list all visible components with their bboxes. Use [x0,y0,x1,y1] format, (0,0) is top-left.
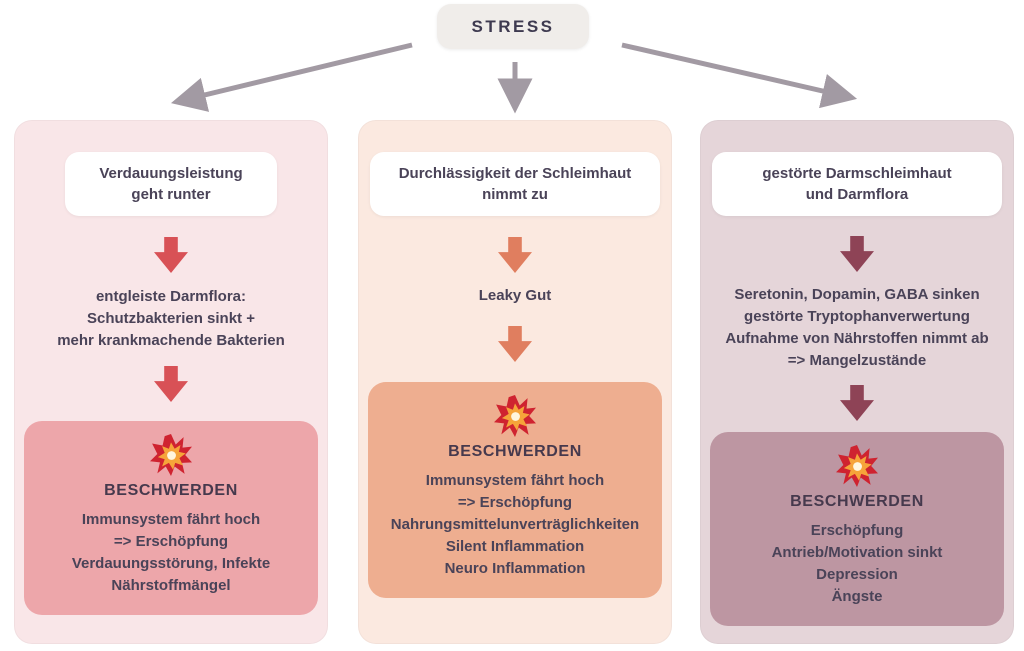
column-header-box: Verdauungsleistung geht runter [65,152,277,216]
down-arrow-icon [154,366,188,402]
intermediate-text: Leaky Gut [479,285,552,307]
text-line: => Erschöpfung [113,533,229,550]
explosion-icon [494,395,536,437]
text-line: Neuro Inflammation [444,560,586,577]
explosion-icon [150,434,192,476]
arrow-to-left-column [170,42,413,112]
text-line: Aufnahme von Nährstoffen nimmt ab [725,330,989,347]
text-line: geht runter [131,186,211,203]
column-verdauung: Verdauungsleistung geht runter entgleiste… [14,120,328,644]
text-line: Erschöpfung [810,522,904,539]
text-line: entgleiste Darmflora: [95,288,247,305]
complaints-title: BESCHWERDEN [448,443,582,460]
text-line: Nährstoffmängel [111,577,231,594]
down-arrow-icon [154,237,188,273]
text-line: => Erschöpfung [457,494,573,511]
text-line: Immunsystem fährt hoch [425,472,605,489]
text-line: mehr krankmachende Bakterien [57,332,285,349]
text-line: Ängste [831,588,883,605]
text-line: Depression [816,566,898,583]
text-line: Durchlässigkeit der Schleimhaut [398,165,632,182]
explosion-icon [836,445,878,487]
complaints-title: BESCHWERDEN [790,493,924,510]
text-line: Leaky Gut [478,287,552,304]
down-arrow-icon [840,236,874,272]
text-line: => Mangelzustände [787,352,927,369]
text-line: nimmt zu [482,186,548,203]
down-arrow-icon [498,237,532,273]
column-header-box: gestörte Darmschleimhaut und Darmflora [712,152,1002,216]
complaints-box: BESCHWERDEN Immunsystem fährt hoch => Ers… [24,421,318,615]
stress-label: STRESS [471,16,555,36]
text-line: Silent Inflammation [445,538,585,555]
column-header-box: Durchlässigkeit der Schleimhaut nimmt zu [370,152,660,216]
text-line: und Darmflora [805,186,909,203]
text-line: Verdauungsleistung [99,165,243,182]
down-arrow-icon [840,385,874,421]
column-header-text: Durchlässigkeit der Schleimhaut nimmt zu [380,163,650,205]
text-line: Antrieb/Motivation sinkt [771,544,943,561]
text-line: Seretonin, Dopamin, GABA sinken [734,286,980,303]
intermediate-text: Seretonin, Dopamin, GABA sinken gestörte … [725,284,988,372]
text-line: gestörte Tryptophanverwertung [744,308,970,325]
arrow-to-right-column [621,42,858,109]
down-arrow-icon [498,326,532,362]
column-header-text: gestörte Darmschleimhaut und Darmflora [722,163,992,205]
column-darmflora: gestörte Darmschleimhaut und Darmflora Se… [700,120,1014,644]
connector-arrows [170,42,858,114]
text-line: gestörte Darmschleimhaut [762,165,952,182]
complaints-title: BESCHWERDEN [104,482,238,499]
intermediate-text: entgleiste Darmflora: Schutzbakterien sin… [57,286,285,352]
text-line: Verdauungsstörung, Infekte [71,555,271,572]
text-line: Nahrungsmittelunverträglichkeiten [390,516,640,533]
complaints-box: BESCHWERDEN Immunsystem fährt hoch => Ers… [368,382,662,598]
column-header-text: Verdauungsleistung geht runter [75,163,267,205]
text-line: Schutzbakterien sinkt + [87,310,255,327]
stress-node: STRESS [437,4,589,49]
text-line: Immunsystem fährt hoch [81,511,261,528]
